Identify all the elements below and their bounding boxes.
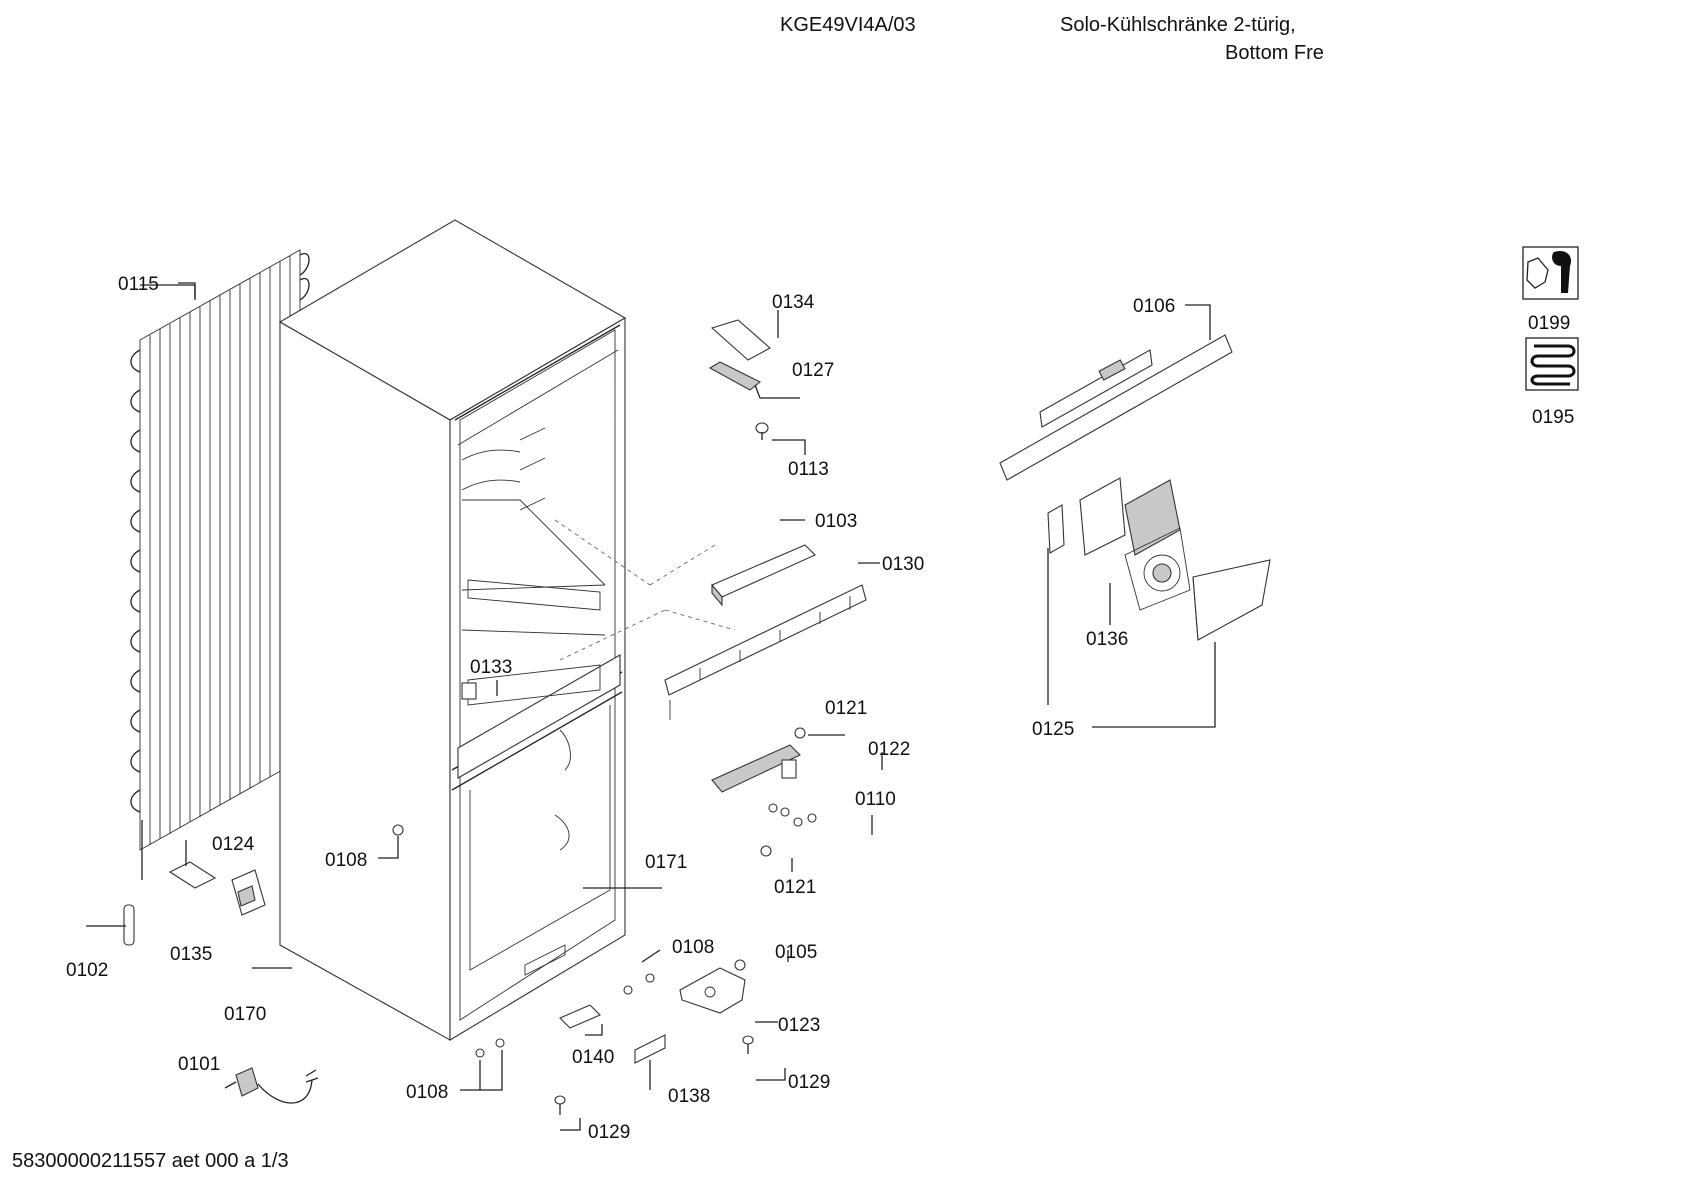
bottom-hinge-part-0123 bbox=[679, 967, 746, 1014]
label-0170: 0170 bbox=[224, 1004, 266, 1025]
relay-part-0135 bbox=[231, 869, 266, 916]
label-0133-part bbox=[461, 682, 477, 700]
service-wrench-icon bbox=[1522, 246, 1579, 300]
label-0103: 0103 bbox=[815, 511, 857, 532]
label-0108-middle: 0108 bbox=[672, 937, 714, 958]
small-fasteners bbox=[760, 803, 817, 857]
cap-parts-0108 bbox=[392, 824, 655, 1058]
label-0136: 0136 bbox=[1086, 629, 1128, 650]
label-0130: 0130 bbox=[882, 554, 924, 575]
label-0129-right: 0129 bbox=[788, 1072, 830, 1093]
power-cable-part-0101 bbox=[235, 1067, 319, 1104]
label-0115: 0115 bbox=[118, 274, 159, 295]
label-0110: 0110 bbox=[855, 789, 896, 810]
screw-part-0105 bbox=[734, 959, 746, 971]
foot-part-0138 bbox=[634, 1034, 666, 1064]
screw-part-0129-right bbox=[742, 1035, 754, 1054]
appliance-title-line-2: Bottom Fre bbox=[1225, 42, 1324, 62]
fan-housing-part-0136 bbox=[1079, 477, 1191, 611]
label-0124: 0124 bbox=[212, 834, 255, 855]
label-0138: 0138 bbox=[668, 1086, 710, 1107]
lower-hinge-bracket bbox=[711, 744, 801, 793]
lamp-holder-part-0103 bbox=[711, 544, 816, 607]
label-0140: 0140 bbox=[572, 1047, 614, 1068]
document-id-footer: 58300000211557 aet 000 a 1/3 bbox=[12, 1150, 289, 1172]
model-number: KGE49VI4A/03 bbox=[780, 14, 916, 36]
label-0127: 0127 bbox=[792, 360, 834, 381]
shelf-rail-part-0130 bbox=[664, 584, 867, 720]
control-panel-part-0106 bbox=[999, 334, 1233, 481]
fan-cover-part-0125 bbox=[1047, 504, 1271, 641]
condenser-coil-loops bbox=[130, 252, 310, 813]
appliance-title-line-1: Solo-Kühlschränke 2-türig, bbox=[1060, 14, 1296, 36]
screw-part-0121-top bbox=[794, 727, 806, 739]
top-hinge-part-0127 bbox=[708, 361, 762, 399]
label-0195: 0195 bbox=[1532, 407, 1574, 428]
condenser-vertical-wires bbox=[149, 256, 291, 845]
part-number-labels: 0115 0134 0127 0113 0103 0130 0133 0121 … bbox=[66, 274, 1574, 1143]
leader-lines bbox=[86, 282, 1216, 1131]
label-0135: 0135 bbox=[170, 944, 212, 965]
label-0134: 0134 bbox=[772, 292, 815, 313]
pad-part-0124 bbox=[168, 861, 217, 889]
label-0108-left: 0108 bbox=[325, 850, 367, 871]
label-0105: 0105 bbox=[775, 942, 817, 963]
label-0125: 0125 bbox=[1032, 719, 1074, 740]
cabinet-housing bbox=[278, 219, 736, 1041]
label-0171: 0171 bbox=[645, 852, 687, 873]
label-0122: 0122 bbox=[868, 739, 910, 760]
label-0121-bottom: 0121 bbox=[774, 877, 816, 898]
drier-part-0102 bbox=[123, 904, 135, 946]
label-0108-bottom: 0108 bbox=[406, 1082, 448, 1103]
bracket-part-0140 bbox=[559, 1004, 601, 1029]
label-0123: 0123 bbox=[778, 1015, 820, 1036]
condenser-coil-icon bbox=[1525, 337, 1579, 391]
label-0101: 0101 bbox=[178, 1054, 220, 1075]
screw-part-0113 bbox=[755, 422, 769, 440]
label-0113: 0113 bbox=[788, 459, 829, 480]
label-0129-bottom: 0129 bbox=[588, 1122, 630, 1143]
screw-part-0129-bottom bbox=[554, 1095, 566, 1115]
label-0106: 0106 bbox=[1133, 296, 1175, 317]
label-0121-top: 0121 bbox=[825, 698, 867, 719]
label-0133: 0133 bbox=[470, 657, 512, 678]
label-0102: 0102 bbox=[66, 960, 108, 981]
hinge-cover-part-0134 bbox=[710, 319, 771, 361]
label-0199: 0199 bbox=[1528, 313, 1570, 334]
